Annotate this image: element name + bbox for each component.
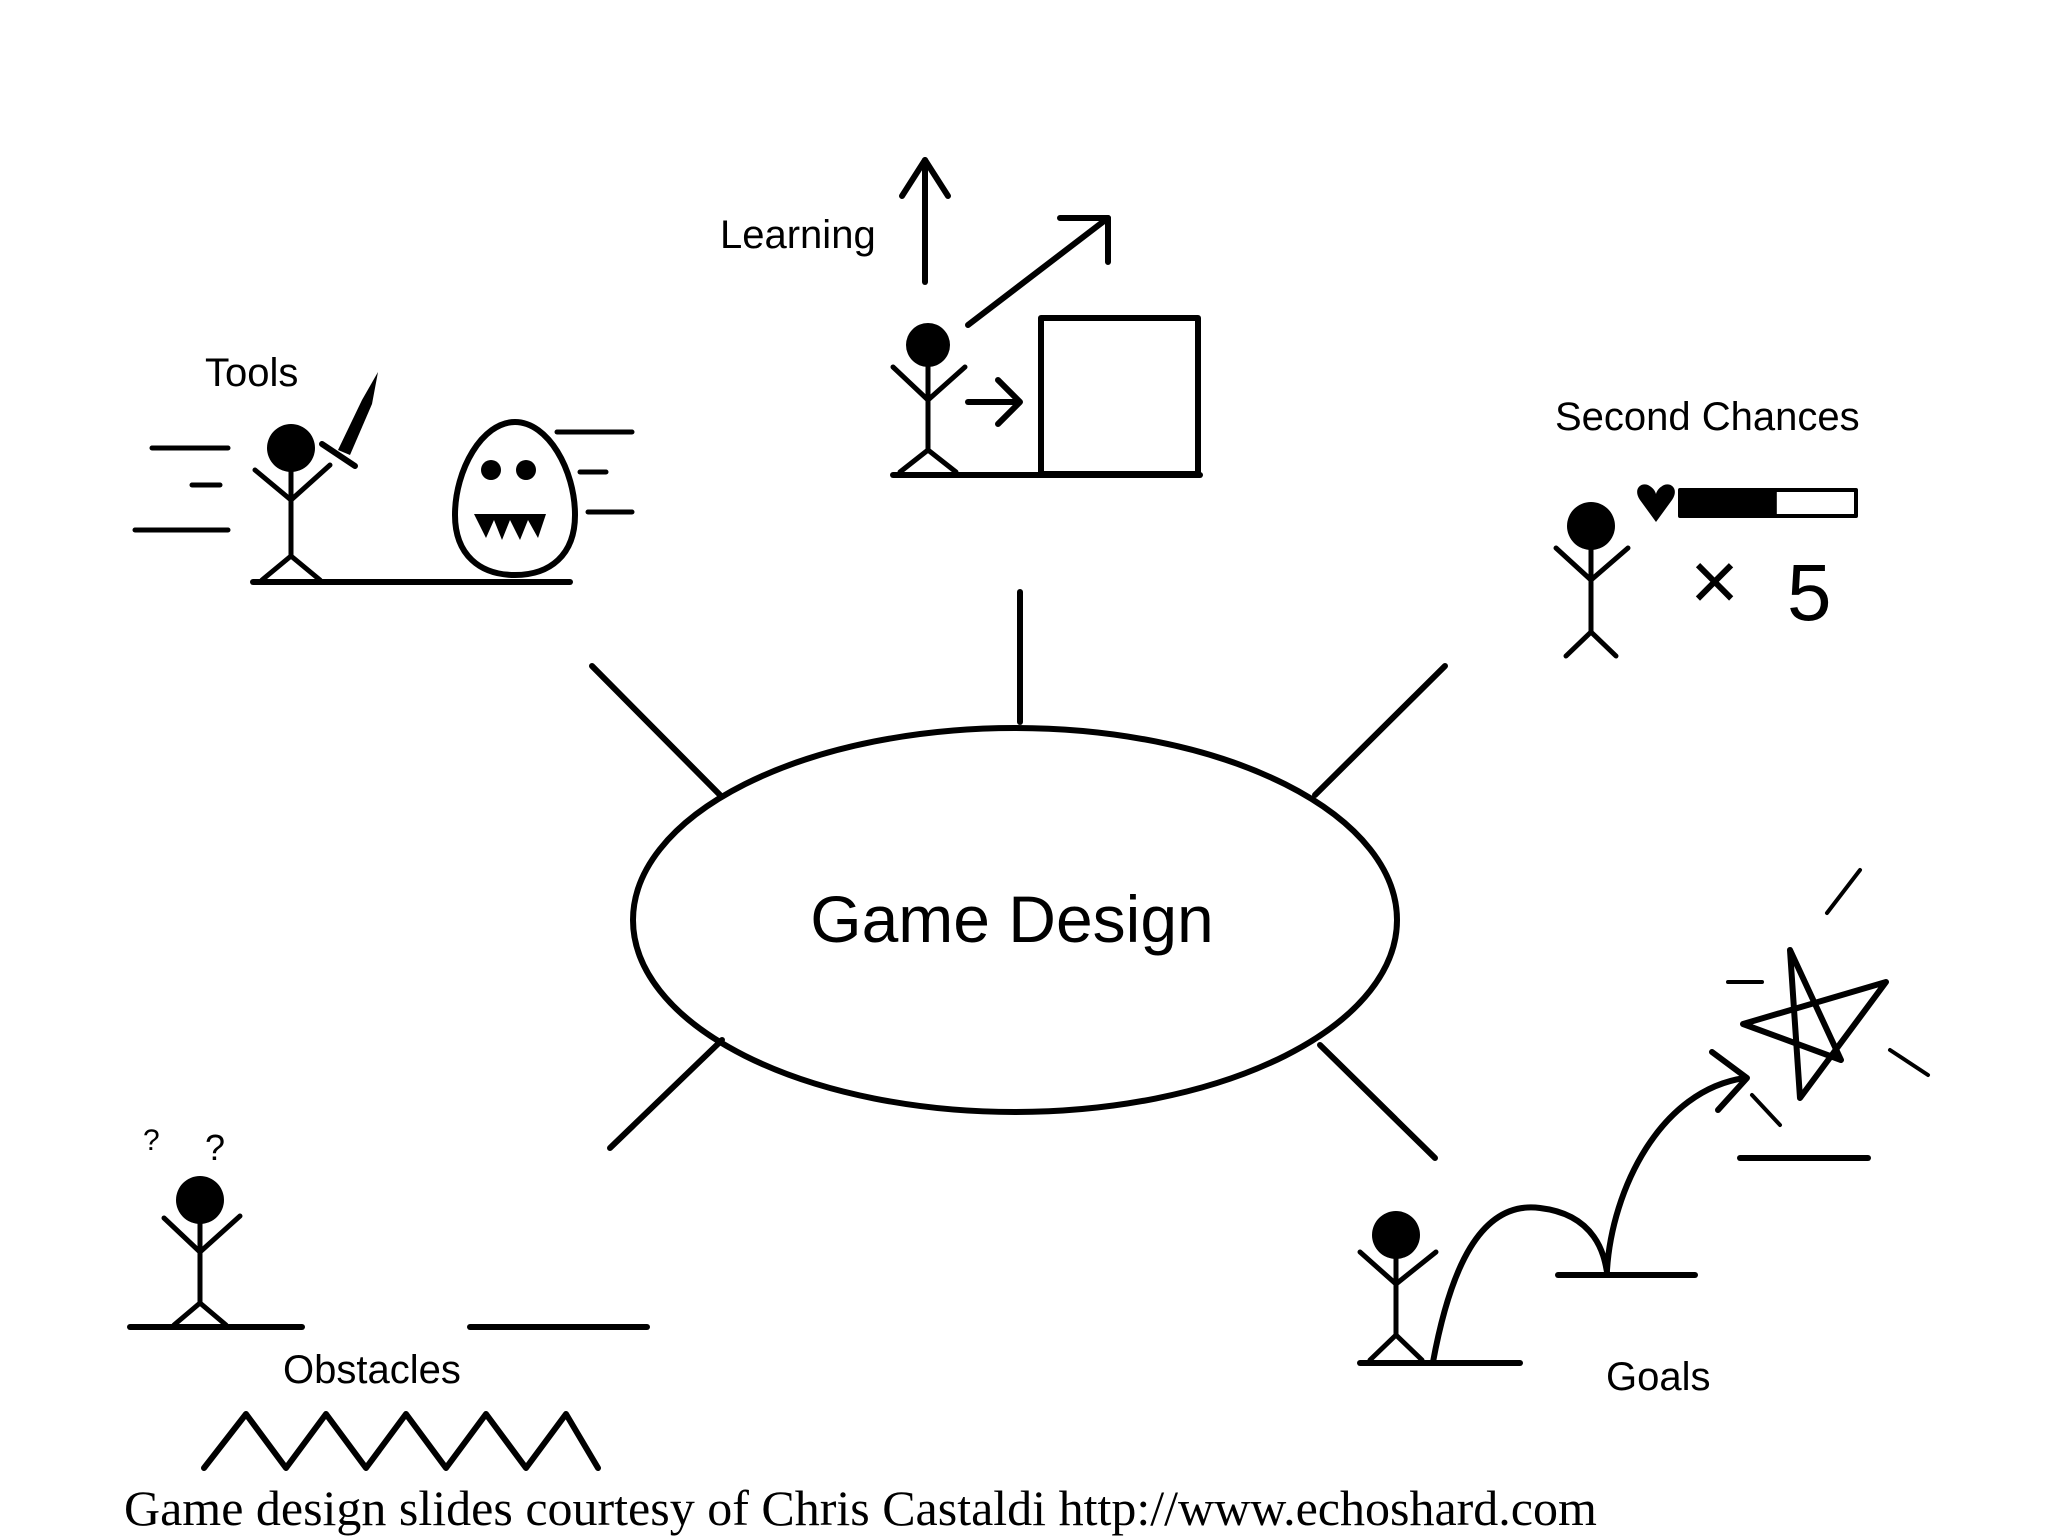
caption-credit: Game design slides courtesy of Chris Cas…	[124, 1480, 1597, 1536]
spike-pit-icon	[201, 1411, 601, 1471]
connector-goals	[1317, 1042, 1438, 1161]
confusion-mark-left: ?	[143, 1124, 160, 1157]
goals-label: Goals	[1606, 1355, 1711, 1399]
second-chances-node: Second Chances × 5	[1553, 395, 1860, 659]
diagonal-arrow-icon	[965, 215, 1111, 328]
connector-obstacles	[607, 1037, 725, 1151]
center-label: Game Design	[810, 882, 1214, 956]
center-node: Game Design	[630, 725, 1400, 1115]
heart-icon	[1637, 484, 1675, 522]
stick-figure-icon	[252, 424, 333, 583]
lives-count: 5	[1787, 548, 1832, 637]
connector-lines	[589, 589, 1448, 1161]
sword-icon	[319, 372, 378, 469]
crate-icon	[1038, 315, 1201, 477]
stick-figure-icon	[1357, 1211, 1439, 1363]
jump-arc	[1430, 1204, 1610, 1365]
monster-icon	[452, 419, 578, 578]
connector-second-chances	[1312, 663, 1448, 798]
obstacles-node: ? ? Obstacles	[127, 1124, 650, 1471]
connector-tools	[589, 663, 723, 798]
tools-label: Tools	[205, 351, 298, 395]
right-arrow-icon	[965, 377, 1023, 427]
star-icon	[1740, 947, 1889, 1101]
stick-figure-icon	[161, 1176, 243, 1328]
learning-label: Learning	[720, 213, 876, 257]
goals-node: Goals	[1357, 868, 1930, 1399]
speed-lines-left	[132, 445, 231, 533]
second-chances-label: Second Chances	[1555, 395, 1860, 439]
confusion-mark-right: ?	[205, 1127, 225, 1168]
speed-lines-right	[554, 429, 635, 515]
tools-node: Tools	[132, 351, 635, 585]
center-ellipse	[630, 725, 1400, 1115]
learning-node: Learning	[720, 157, 1203, 478]
stick-figure-icon	[890, 323, 968, 475]
multiplier-symbol: ×	[1690, 534, 1739, 628]
jump-arrow-icon	[1604, 1075, 1748, 1273]
stick-figure-icon	[1553, 502, 1631, 659]
sparkle-lines	[1726, 868, 1930, 1127]
obstacles-label: Obstacles	[283, 1348, 461, 1392]
health-bar	[1678, 488, 1858, 518]
up-arrow-icon	[899, 157, 951, 285]
